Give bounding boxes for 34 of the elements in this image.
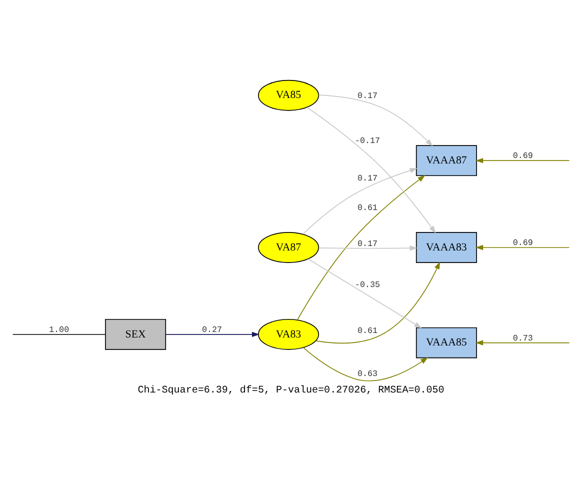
- node-box: SEX: [105, 318, 166, 350]
- node-ellipse: VA83: [258, 318, 319, 350]
- arrow: [476, 158, 570, 164]
- edge-label: 1.00: [49, 324, 70, 335]
- connector: [12, 334, 106, 335]
- edge-label: 0.17: [357, 174, 378, 184]
- arrow: [315, 262, 440, 344]
- arrow: [318, 245, 418, 251]
- edge-label: 0.61: [357, 326, 378, 336]
- edge-label: 0.61: [357, 202, 378, 213]
- edge-label: 0.17: [357, 238, 378, 249]
- arrow: [308, 258, 422, 328]
- edge-label: 0.73: [512, 333, 533, 344]
- node-box: VAAA85: [416, 327, 477, 358]
- caption: Chi-Square=6.39, df=5, P-value=0.27026, RMSEA=0.050: [138, 385, 444, 396]
- node-box: VAAA87: [416, 145, 477, 176]
- node-ellipse: VA87: [258, 232, 319, 263]
- arrow: [165, 332, 260, 338]
- node-ellipse: VA85: [258, 80, 319, 111]
- edge-label: -0.35: [354, 280, 380, 290]
- edge-label: 0.27: [202, 324, 222, 335]
- arrow: [476, 244, 570, 250]
- edge-label: 0.63: [357, 369, 378, 380]
- edge-label: 0.69: [512, 151, 533, 162]
- arrow: [306, 106, 436, 234]
- arrow: [302, 168, 418, 235]
- edge-label: 0.69: [512, 238, 533, 248]
- node-box: VAAA83: [416, 232, 477, 263]
- arrow: [302, 347, 428, 382]
- arrow: [318, 94, 433, 146]
- edge-label: 0.17: [357, 90, 378, 101]
- edge-label: -0.17: [354, 136, 380, 146]
- arrow: [297, 175, 426, 320]
- arrow: [476, 340, 570, 346]
